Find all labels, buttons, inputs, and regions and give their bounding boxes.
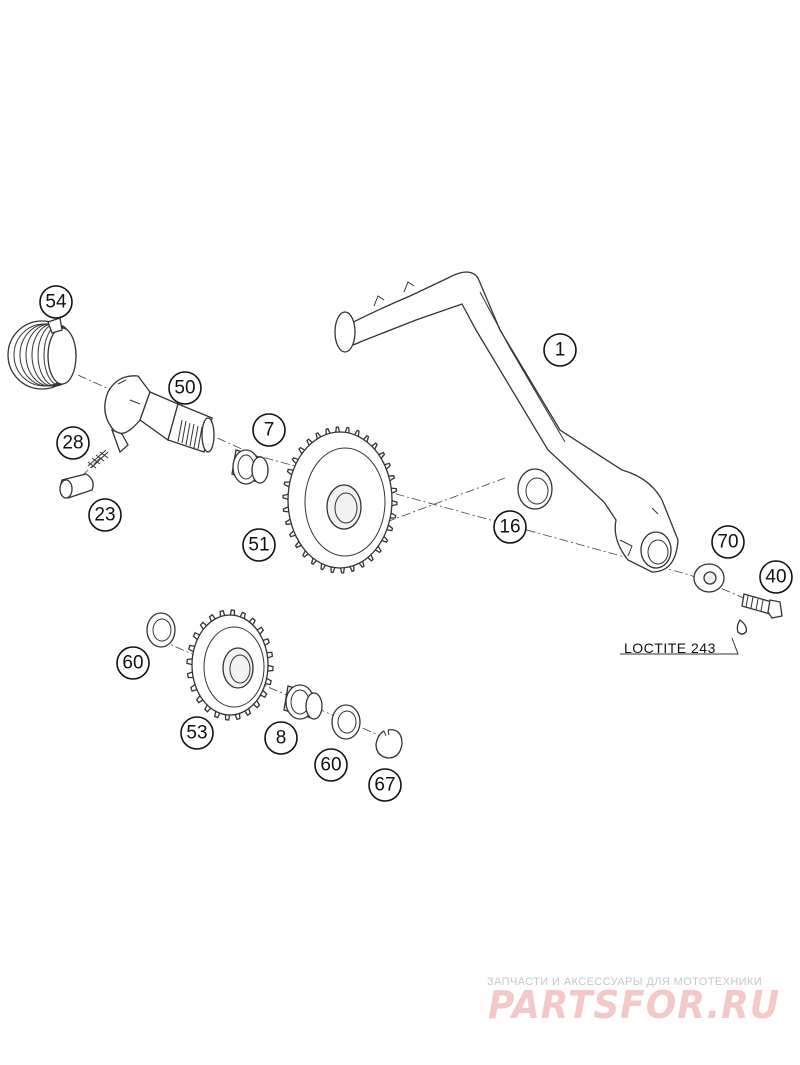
callout-7-label: 7 [264,420,275,441]
callout-7: 7 [252,413,286,447]
part-23-pin [59,473,94,499]
callout-16-label: 16 [499,517,520,538]
callout-40: 40 [759,560,793,594]
callout-50-label: 50 [174,378,195,399]
part-8-needle-bearing [283,684,323,720]
callout-40-label: 40 [765,567,786,588]
part-51-kickstarter-gear [282,426,398,574]
callout-1-label: 1 [555,340,566,361]
loctite-leader-line [620,637,739,655]
callout-53-label: 53 [186,723,207,744]
watermark: ЗАПЧАСТИ И АКСЕССУАРЫ ДЛЯ МОТОТЕХНИКИ PA… [487,976,780,1027]
callout-60-lower: 60 [314,748,348,782]
callout-60-upper: 60 [116,646,150,680]
part-54-kickstarter-spring [7,317,77,390]
callout-60-lower-label: 60 [320,755,341,776]
callout-70-label: 70 [717,532,738,553]
callout-50: 50 [168,371,202,405]
part-7-needle-bearing [231,449,269,485]
part-28-spring [87,449,109,469]
part-60-thrust-washer-upper [146,612,176,648]
loctite-drop-icon [736,619,748,635]
callout-8-label: 8 [276,728,287,749]
callout-67-label: 67 [374,775,395,796]
part-50-kickstarter-shaft [104,375,215,454]
part-53-idler-gear [186,609,274,721]
callout-54-label: 54 [45,292,67,313]
callout-67: 67 [368,768,402,802]
shaft-splines [177,419,203,450]
watermark-tagline: ЗАПЧАСТИ И АКСЕССУАРЫ ДЛЯ МОТОТЕХНИКИ [487,976,762,988]
callout-70: 70 [711,525,745,559]
part-1-kick-starter-lever [334,271,679,573]
callout-8: 8 [264,721,298,755]
part-40-bolt [741,593,783,619]
callout-1: 1 [543,333,577,367]
callout-23: 23 [88,498,122,532]
callout-60-upper-label: 60 [122,653,143,674]
part-16-washer [517,468,553,510]
callout-51-label: 51 [248,535,269,556]
watermark-logo: PARTSFOR.RU [488,983,780,1027]
callout-28: 28 [56,426,90,460]
part-60-thrust-washer-lower [331,704,361,740]
part-70-washer [693,563,725,593]
part-67-circlip [375,729,403,759]
callout-51: 51 [242,528,276,562]
callout-23-label: 23 [94,505,115,526]
callout-16: 16 [493,510,527,544]
callout-28-label: 28 [62,433,83,454]
callout-53: 53 [180,716,214,750]
loctite-label: LOCTITE 243 [624,640,716,656]
callout-54: 54 [39,285,73,319]
